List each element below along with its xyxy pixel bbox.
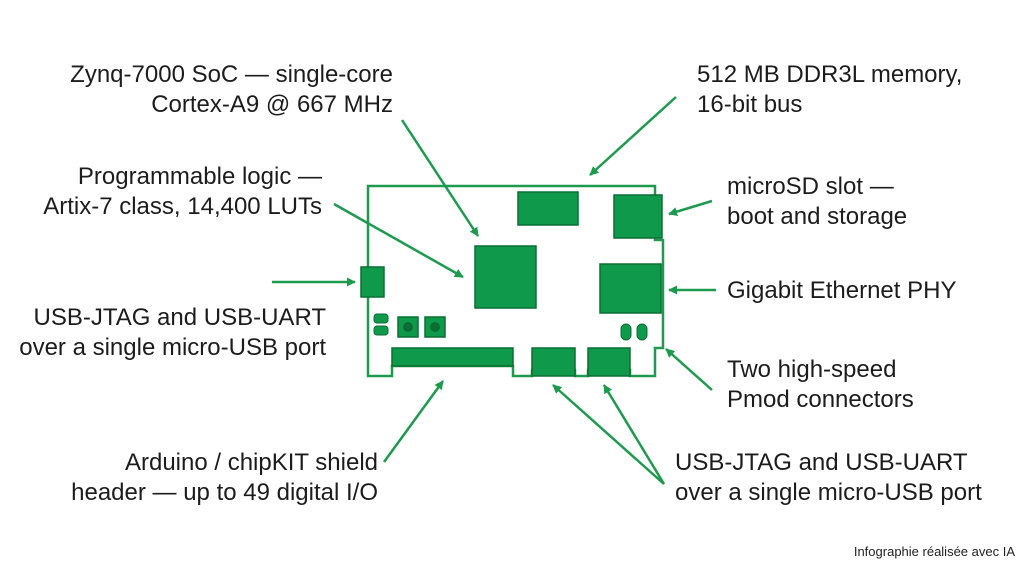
label-ethernet-line1: Gigabit Ethernet PHY — [727, 277, 957, 304]
pmod-connector-2 — [587, 347, 631, 377]
arrow-microsd — [668, 199, 713, 216]
label-arduino-line1: Arduino / chipKIT shield — [124, 449, 378, 476]
label-usb-bottom-line1: USB-JTAG and USB-UART — [675, 449, 968, 476]
arrow-memory — [589, 96, 677, 176]
label-ethernet: Gigabit Ethernet PHY — [727, 276, 956, 306]
small-component-b — [373, 325, 389, 336]
label-memory-line1: 512 MB DDR3L memory, — [697, 61, 963, 88]
led-1 — [620, 323, 632, 341]
button-2-cap — [430, 322, 440, 332]
label-microsd: microSD slot — boot and storage — [727, 172, 907, 232]
label-arduino: Arduino / chipKIT shield header — up to … — [71, 448, 378, 508]
ethernet-phy — [599, 263, 662, 314]
label-pl: Programmable logic — Artix-7 class, 14,4… — [43, 162, 322, 222]
label-arduino-line2: header — up to 49 digital I/O — [71, 479, 378, 506]
arduino-header — [391, 347, 514, 367]
arrow-pmod — [665, 348, 713, 391]
label-pmod: Two high-speed Pmod connectors — [727, 355, 914, 415]
label-soc-line1: Zynq-7000 SoC — single-core — [70, 61, 393, 88]
label-memory-line2: 16-bit bus — [697, 91, 803, 118]
label-pl-line1: Programmable logic — — [77, 163, 322, 190]
zynq-soc-chip — [474, 245, 537, 309]
arrow-arduino — [382, 380, 445, 463]
arrow-soc — [400, 119, 480, 237]
label-usb-left: USB-JTAG and USB-UART over a single micr… — [19, 303, 326, 363]
arrow-usb-bottom-1 — [552, 384, 665, 485]
arrow-usb-bottom-2 — [602, 384, 666, 485]
label-usb-left-line1: USB-JTAG and USB-UART — [33, 304, 326, 331]
label-usb-bottom-line2: over a single micro-USB port — [675, 479, 982, 506]
label-microsd-line2: boot and storage — [727, 203, 908, 230]
label-usb-left-line2: over a single micro-USB port — [19, 334, 326, 361]
small-component-a — [373, 313, 389, 324]
label-soc-line2: Cortex-A9 @ 667 MHz — [151, 91, 393, 118]
label-pmod-line2: Pmod connectors — [727, 386, 914, 413]
ai-credit-note: Infographie réalisée avec IA — [853, 544, 1015, 559]
label-soc: Zynq-7000 SoC — single-core Cortex-A9 @ … — [70, 60, 393, 120]
button-1-cap — [403, 322, 413, 332]
microsd-slot — [613, 194, 663, 239]
label-pmod-line1: Two high-speed — [727, 356, 897, 383]
label-usb-bottom: USB-JTAG and USB-UART over a single micr… — [675, 448, 982, 508]
label-microsd-line1: microSD slot — — [727, 173, 894, 200]
pmod-connector-1 — [531, 347, 576, 377]
label-pl-line2: Artix-7 class, 14,400 LUTs — [43, 193, 322, 220]
arrow-pl — [333, 202, 464, 279]
ddr3l-memory-chip — [517, 191, 579, 226]
micro-usb-port-left — [360, 266, 385, 298]
led-2 — [636, 323, 648, 341]
label-memory: 512 MB DDR3L memory, 16-bit bus — [697, 60, 962, 120]
